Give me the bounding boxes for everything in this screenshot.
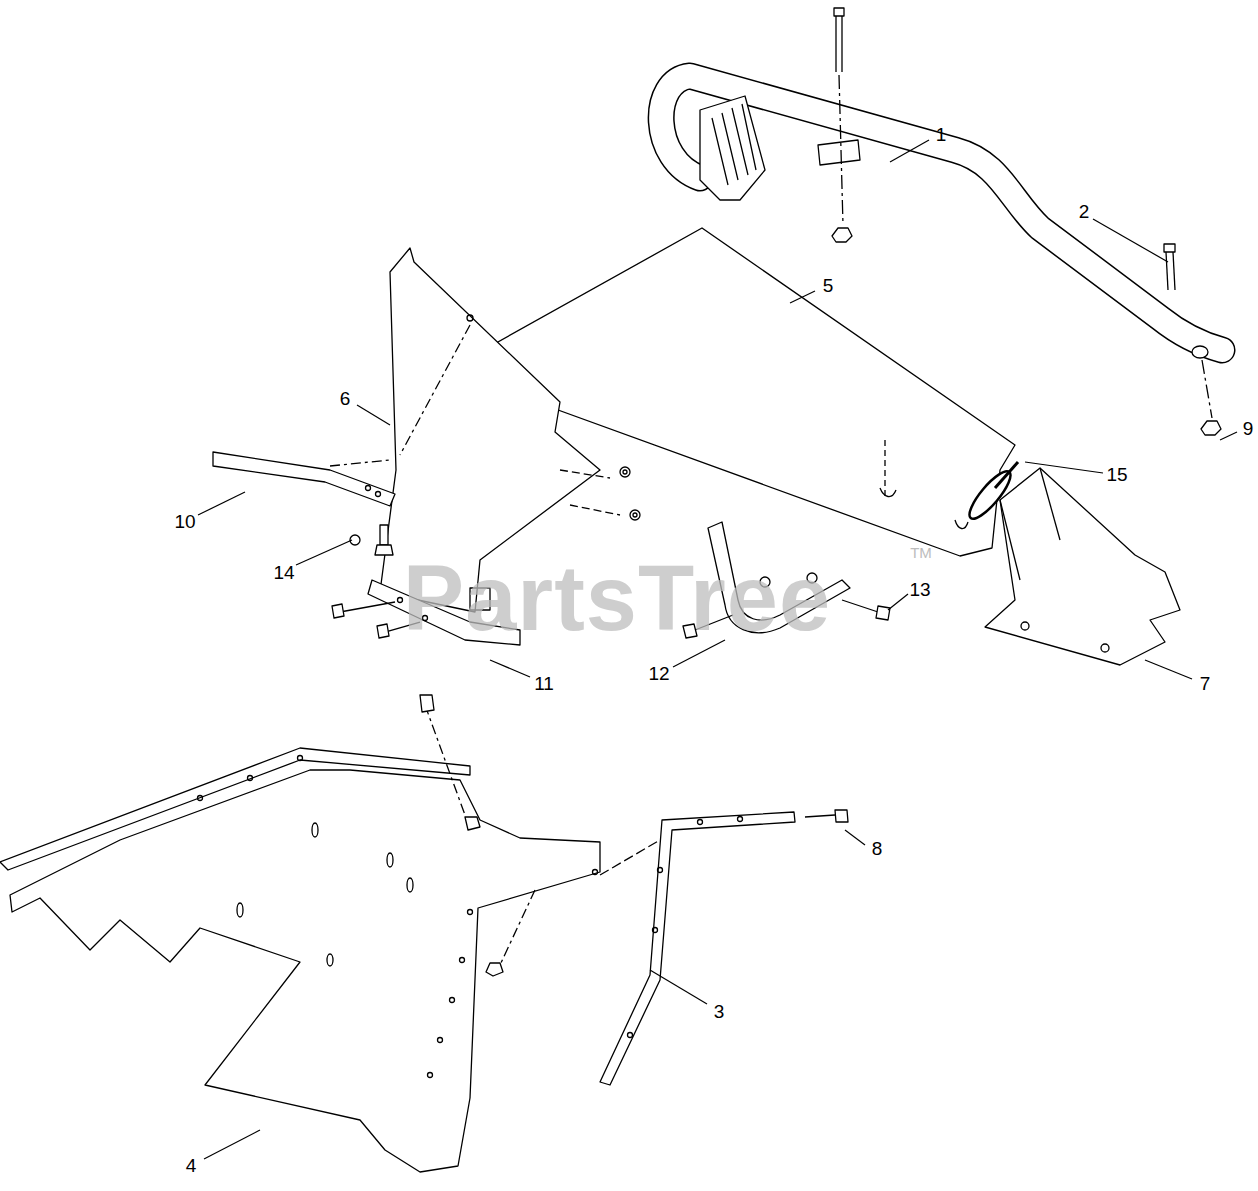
callout-number: 9 xyxy=(1243,419,1254,438)
callout-number: 7 xyxy=(1200,674,1211,693)
callout-number: 14 xyxy=(273,563,294,582)
leader-lines xyxy=(198,140,1237,1159)
strap-bar xyxy=(213,452,395,555)
side-bar xyxy=(600,810,848,1085)
callout-number: 8 xyxy=(872,839,883,858)
callout-number: 1 xyxy=(936,125,947,144)
callout-number: 10 xyxy=(174,512,195,531)
callout-number: 11 xyxy=(534,674,554,693)
callout-number: 3 xyxy=(714,1002,725,1021)
callout-number: 15 xyxy=(1106,465,1127,484)
callout-number: 4 xyxy=(186,1156,197,1175)
callout-number: 2 xyxy=(1079,202,1090,221)
bracket-plate xyxy=(985,468,1180,665)
watermark: PartsTree xyxy=(403,552,831,644)
callout-number: 5 xyxy=(823,276,834,295)
callout-number: 6 xyxy=(340,389,351,408)
callout-number: 12 xyxy=(648,664,669,683)
callout-number: 13 xyxy=(909,580,930,599)
panel-plate xyxy=(480,228,1015,556)
deck-plate xyxy=(0,695,600,1172)
trademark: TM xyxy=(910,545,932,560)
